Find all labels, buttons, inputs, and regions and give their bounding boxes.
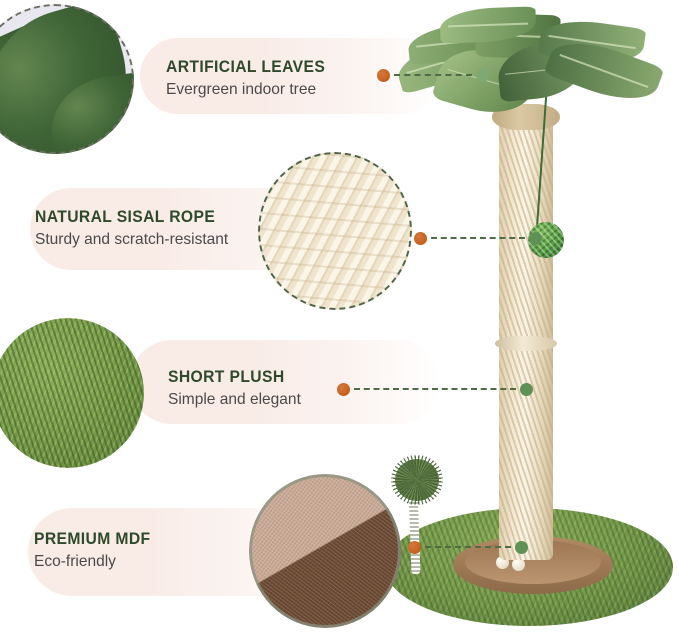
callout-artificial-leaves: ARTIFICIAL LEAVES Evergreen indoor tree: [166, 58, 334, 100]
callout-title-short-plush: SHORT PLUSH: [168, 368, 285, 386]
callout-title-artificial-leaves: ARTIFICIAL LEAVES: [166, 58, 326, 76]
palm-leaf-midrib: [447, 22, 529, 28]
connector-natural-sisal-rope: [414, 231, 542, 245]
connector-end-dot-icon: [476, 68, 489, 82]
track-ball-toy: [512, 558, 525, 571]
plush-fabric-texture: [0, 318, 144, 468]
palm-tree-cat-scratching-post-image: [380, 0, 679, 643]
connector-dashed-line: [394, 74, 472, 76]
connector-artificial-leaves: [377, 68, 489, 82]
callout-premium-mdf: PREMIUM MDF Eco-friendly: [34, 530, 157, 572]
sisal-rope-closeup-swatch: [258, 152, 412, 310]
trunk-mid-ring: [495, 336, 557, 351]
callout-short-plush: SHORT PLUSH Simple and elegant: [168, 368, 305, 410]
connector-end-dot-icon: [529, 231, 542, 245]
feature-pill-background-short-plush: [130, 340, 440, 424]
callout-subtitle-artificial-leaves: Evergreen indoor tree: [166, 81, 317, 99]
callout-subtitle-short-plush: Simple and elegant: [168, 391, 301, 409]
green-plush-closeup-swatch: [0, 318, 144, 468]
spike-ball-toy: [391, 455, 443, 505]
sisal-wrapped-trunk: [499, 108, 553, 560]
sisal-rope-texture: [258, 152, 412, 310]
callout-subtitle-premium-mdf: Eco-friendly: [34, 553, 116, 571]
connector-dashed-line: [354, 388, 516, 390]
connector-start-dot-icon: [408, 540, 421, 554]
mdf-board-rim: [249, 474, 401, 628]
connector-short-plush: [337, 382, 533, 396]
callout-title-premium-mdf: PREMIUM MDF: [34, 530, 151, 548]
connector-start-dot-icon: [414, 231, 427, 245]
connector-start-dot-icon: [377, 68, 390, 82]
connector-premium-mdf: [408, 540, 528, 554]
callout-natural-sisal-rope: NATURAL SISAL ROPE Sturdy and scratch-re…: [35, 208, 234, 250]
connector-start-dot-icon: [337, 382, 350, 396]
connector-dashed-line: [425, 546, 511, 548]
mdf-board-closeup-swatch: [249, 474, 401, 628]
leaf-closeup-swatch: [0, 4, 134, 154]
connector-end-dot-icon: [520, 382, 533, 396]
feature-pill-background-artificial-leaves: [140, 38, 440, 114]
palm-leaf-midrib: [559, 54, 649, 88]
sisal-rope-highlight: [258, 152, 412, 310]
connector-end-dot-icon: [515, 540, 528, 554]
callout-title-natural-sisal-rope: NATURAL SISAL ROPE: [35, 208, 216, 226]
callout-subtitle-natural-sisal-rope: Sturdy and scratch-resistant: [35, 231, 229, 249]
connector-dashed-line: [431, 237, 525, 239]
